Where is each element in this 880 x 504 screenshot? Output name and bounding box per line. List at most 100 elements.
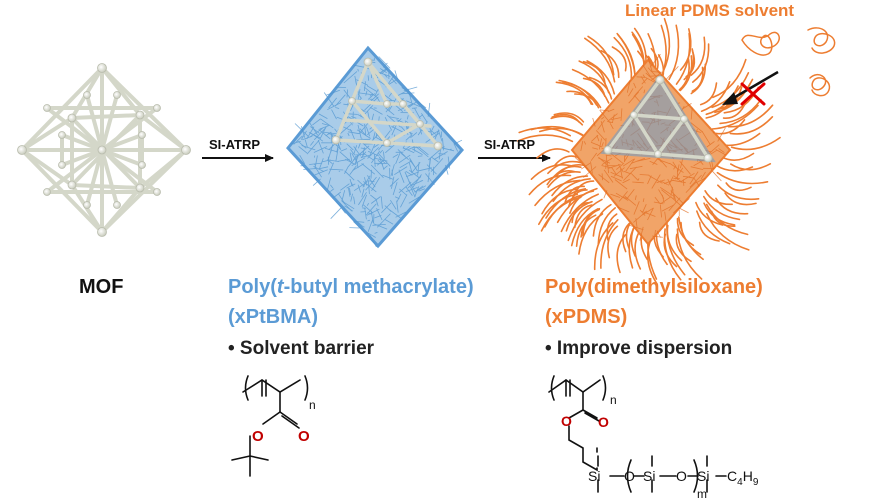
pdms-brush-chain — [622, 222, 630, 253]
polymer-strand — [410, 186, 416, 198]
polymer-strand — [410, 180, 424, 187]
mof-nodes — [17, 63, 191, 237]
polymer-strand — [642, 64, 651, 77]
pdms-brush-chain — [715, 197, 749, 215]
polymer-strand — [362, 204, 374, 214]
blocked-arrow — [729, 70, 779, 102]
polymer-strand — [396, 193, 402, 202]
polymer-strand — [371, 150, 381, 164]
polymer-strand — [391, 125, 403, 133]
polymer-strand — [647, 207, 654, 221]
polymer-strand — [360, 154, 372, 158]
polymer-strand — [418, 188, 426, 192]
polymer-strand — [642, 207, 654, 216]
polymer-strand — [398, 181, 412, 194]
polymer-strand — [392, 153, 399, 158]
polymer-strand — [429, 127, 433, 136]
polymer-strand — [358, 145, 370, 156]
polymer-strand — [381, 67, 389, 74]
polymer-strand — [414, 186, 420, 198]
pdms-carbonyl-o: O — [598, 414, 609, 430]
polymer-strand — [398, 169, 405, 183]
polymer-strand — [340, 148, 348, 152]
polymer-strand — [659, 196, 672, 205]
pdms-bullet: • Improve dispersion — [545, 338, 733, 359]
polymer-strand — [407, 88, 413, 103]
polymer-strand — [390, 199, 397, 210]
polymer-strand — [718, 148, 725, 153]
polymer-strand — [348, 131, 360, 135]
pdms-brush-chain — [703, 202, 736, 226]
polymer-strand — [367, 219, 371, 222]
polymer-strand — [425, 173, 435, 186]
polymer-strand — [574, 157, 589, 170]
polymer-strand — [712, 171, 722, 182]
mof-label: MOF — [79, 276, 124, 298]
polymer-strand — [318, 158, 324, 170]
polymer-strand — [595, 130, 606, 141]
pdms-brush-chain — [566, 90, 593, 105]
polymer-strand — [409, 169, 420, 179]
polymer-strand — [656, 230, 662, 238]
polymer-strand — [356, 221, 364, 228]
polymer-strand — [346, 89, 348, 98]
polymer-strand — [395, 152, 401, 165]
polymer-strand — [590, 152, 598, 161]
polymer-strand — [633, 210, 647, 223]
polymer-strand — [400, 194, 408, 208]
polymer-strand — [350, 149, 356, 156]
pdms-brush-chain — [567, 198, 603, 242]
polymer-strand — [678, 207, 689, 214]
polymer-strand — [383, 130, 391, 139]
polymer-strand — [649, 160, 658, 165]
polymer-strand — [357, 184, 361, 193]
polymer-strand — [453, 139, 463, 145]
polymer-strand — [427, 172, 430, 183]
polymer-strand — [612, 114, 615, 123]
pdms-brush-chain — [564, 185, 585, 203]
polymer-strand — [304, 139, 308, 148]
polymer-strand — [397, 90, 406, 96]
polymer-strand — [391, 176, 395, 189]
polymer-strand — [598, 156, 608, 166]
pdms-brush-chain — [551, 175, 589, 197]
pdms-brush-chain — [662, 17, 671, 73]
ptbma-carbonyl-o: O — [298, 428, 310, 445]
pdms-brush-chain — [565, 200, 593, 232]
polymer-strand — [357, 93, 362, 99]
polymer-strand — [417, 155, 423, 157]
polymer-strand — [365, 90, 368, 96]
polymer-strand — [669, 162, 684, 173]
polymer-strand — [369, 106, 383, 115]
polymer-strand — [430, 158, 444, 172]
polymer-strand — [690, 122, 703, 133]
polymer-strand — [581, 162, 591, 170]
polymer-strand — [406, 115, 409, 120]
pdms-structure — [548, 375, 727, 493]
pdms-brush-chain — [616, 234, 627, 274]
polymer-strand — [630, 173, 639, 181]
polymer-strand — [592, 147, 599, 150]
polymer-strand — [622, 158, 635, 167]
polymer-strand — [629, 225, 644, 231]
polymer-strand — [650, 71, 663, 73]
polymer-strand — [677, 164, 680, 173]
polymer-strand — [642, 204, 647, 212]
pdms-brush-chain — [584, 37, 616, 83]
polymer-strand — [639, 209, 646, 216]
polymer-strand — [659, 204, 662, 218]
polymer-strand — [365, 126, 371, 137]
polymer-strand — [685, 181, 697, 193]
polymer-strand — [381, 202, 392, 214]
polymer-strand — [370, 164, 384, 178]
pdms-brush-chain — [668, 24, 680, 81]
polymer-strand — [437, 129, 443, 142]
polymer-strand — [611, 166, 618, 176]
pdms-o-1: O — [624, 468, 635, 484]
polymer-strand — [362, 226, 365, 228]
polymer-strand — [374, 232, 378, 234]
polymer-strand — [649, 54, 661, 68]
polymer-strand — [314, 169, 328, 176]
polymer-strand — [580, 140, 584, 151]
